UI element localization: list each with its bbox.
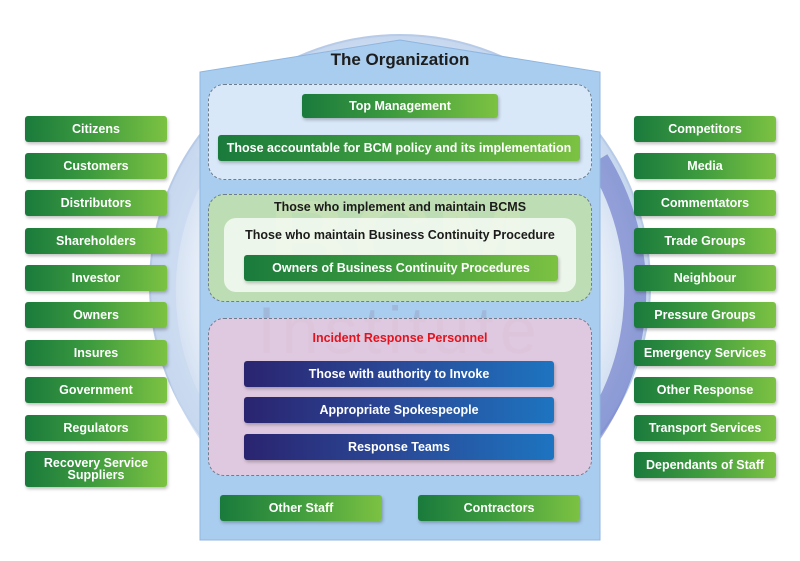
stakeholder-transport-services: Transport Services (634, 415, 776, 441)
middle-zone-subheading: Those who maintain Business Continuity P… (245, 228, 555, 242)
contractors-box: Contractors (418, 495, 580, 521)
bcm-accountable-box: Those accountable for BCM policy and its… (218, 135, 580, 161)
stakeholder-other-response: Other Response (634, 377, 776, 403)
top-management-box: Top Management (302, 94, 498, 118)
stakeholder-trade-groups: Trade Groups (634, 228, 776, 254)
procedure-owners-box: Owners of Business Continuity Procedures (244, 255, 558, 281)
stakeholder-competitors: Competitors (634, 116, 776, 142)
stakeholder-media: Media (634, 153, 776, 179)
stakeholder-government: Government (25, 377, 167, 403)
stakeholder-regulators: Regulators (25, 415, 167, 441)
stakeholder-distributors: Distributors (25, 190, 167, 216)
response-teams-box: Response Teams (244, 434, 554, 460)
stakeholder-insures: Insures (25, 340, 167, 366)
diagram-title: The Organization (330, 50, 470, 69)
stakeholder-citizens: Citizens (25, 116, 167, 142)
other-staff-box: Other Staff (220, 495, 382, 521)
spokespeople-box: Appropriate Spokespeople (244, 397, 554, 423)
stakeholder-emergency-services: Emergency Services (634, 340, 776, 366)
middle-zone-heading: Those who implement and maintain BCMS (273, 200, 527, 214)
stakeholder-shareholders: Shareholders (25, 228, 167, 254)
stakeholder-commentators: Commentators (634, 190, 776, 216)
stakeholder-neighbour: Neighbour (634, 265, 776, 291)
stakeholder-owners: Owners (25, 302, 167, 328)
invoke-authority-box: Those with authority to Invoke (244, 361, 554, 387)
incident-zone-heading: Incident Response Personnel (312, 331, 488, 345)
stakeholder-pressure-groups: Pressure Groups (634, 302, 776, 328)
stakeholder-customers: Customers (25, 153, 167, 179)
stakeholder-investor: Investor (25, 265, 167, 291)
stakeholder-dependants-of-staff: Dependants of Staff (634, 452, 776, 478)
stakeholder-recovery-suppliers: Recovery Service Suppliers (25, 451, 167, 487)
